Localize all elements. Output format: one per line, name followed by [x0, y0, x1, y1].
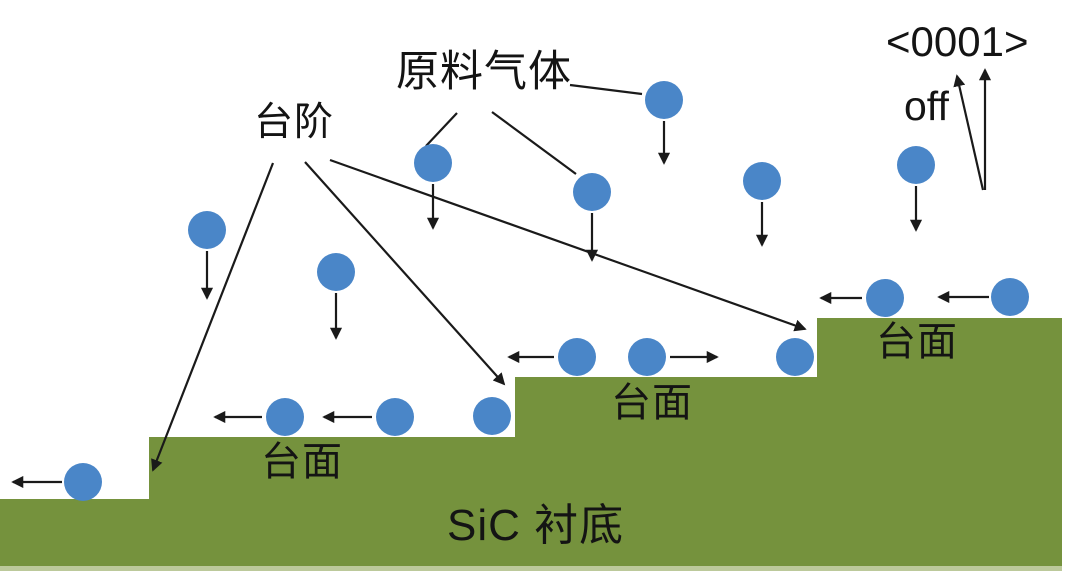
gas-molecule: [743, 162, 781, 200]
adatom-molecule: [628, 338, 666, 376]
source-gas-label: 原料气体: [396, 48, 572, 96]
substrate-label: SiC 衬底: [447, 501, 625, 550]
gas-pointer-line: [425, 112, 458, 147]
adatom-molecule: [473, 397, 511, 435]
gas-molecule: [414, 144, 452, 182]
adatom-molecule: [558, 338, 596, 376]
substrate-shape: [0, 318, 1062, 566]
step-pointer-arrow: [329, 158, 807, 332]
crystal-direction-arrow: [953, 74, 985, 191]
terrace-label-3: 台面: [876, 320, 958, 364]
adatom-molecule: [866, 279, 904, 317]
substrate-bottom-edge: [0, 566, 1062, 571]
off-angle-label: off: [904, 83, 949, 129]
gas-pointer-line: [491, 111, 577, 175]
gas-molecule: [897, 146, 935, 184]
adatom-molecule: [991, 278, 1029, 316]
terrace-label-2: 台面: [611, 381, 693, 425]
crystal-direction-label: <0001>: [886, 18, 1029, 65]
terrace-label-1: 台面: [261, 440, 343, 484]
gas-molecule: [573, 173, 611, 211]
step-pointer-arrow: [304, 161, 506, 386]
adatom-molecule: [266, 398, 304, 436]
adatom-molecule: [64, 463, 102, 501]
gas-molecule: [188, 211, 226, 249]
step-label: 台阶: [254, 101, 335, 144]
gas-molecule: [317, 253, 355, 291]
gas-pointer-line: [569, 83, 643, 96]
gas-molecule: [645, 81, 683, 119]
step-pointer-arrow: [151, 162, 275, 472]
adatom-molecule: [776, 338, 814, 376]
adatom-molecule: [376, 398, 414, 436]
